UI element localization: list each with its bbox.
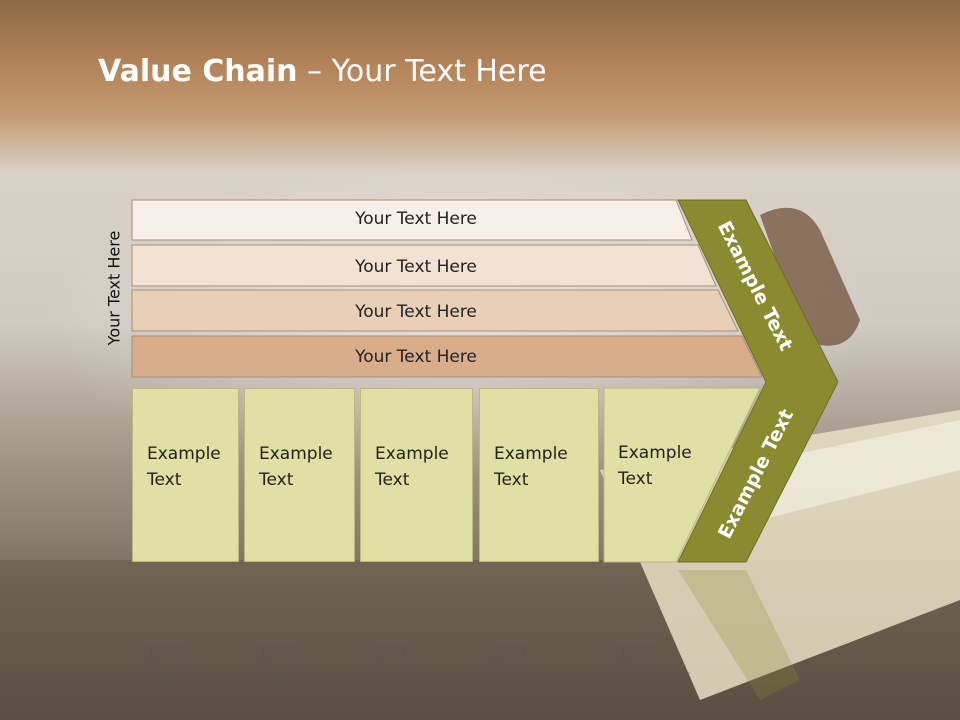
row-bar-2 (131, 244, 717, 287)
row-bar-4 (131, 335, 763, 378)
row-bar-1 (131, 199, 693, 241)
row-label-4: Your Text Here (355, 347, 477, 367)
last-box-shape (603, 387, 761, 563)
row-label-1: Your Text Here (355, 209, 477, 229)
row-bar-3 (131, 289, 739, 332)
chevron-reflection (678, 570, 800, 700)
row-label-3: Your Text Here (355, 302, 477, 322)
chevron-arrow (677, 199, 839, 563)
row-label-2: Your Text Here (355, 257, 477, 277)
page-title: Value Chain – Your Text Here (98, 54, 547, 89)
